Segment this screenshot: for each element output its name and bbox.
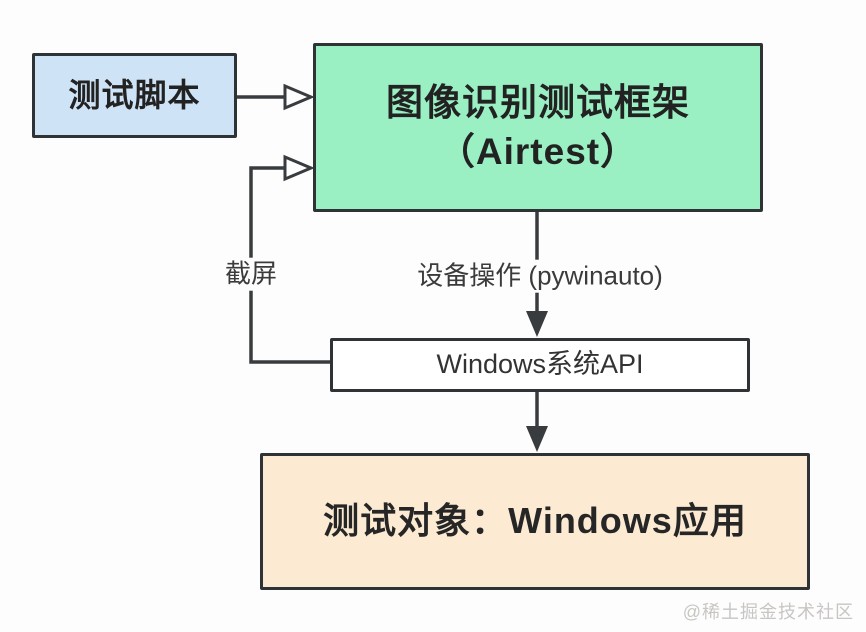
node-windows-api-label: Windows系统API (436, 349, 644, 380)
arrow-api-to-target (526, 392, 548, 452)
node-framework-label-line2: （Airtest） (437, 130, 639, 172)
watermark-juejin: @稀土掘金技术社区 (682, 602, 854, 622)
node-windows-api: Windows系统API (330, 338, 750, 392)
arrow-script-to-framework (237, 83, 315, 111)
node-test-target-label: 测试对象：Windows应用 (323, 500, 747, 542)
node-test-target: 测试对象：Windows应用 (260, 453, 810, 590)
node-framework-airtest: 图像识别测试框架 （Airtest） (313, 43, 763, 212)
edge-label-device-operation: 设备操作 (pywinauto) (413, 259, 667, 293)
edge-label-screenshot: 截屏 (220, 257, 282, 291)
node-framework-label-line1: 图像识别测试框架 (386, 82, 690, 124)
node-test-script-label: 测试脚本 (68, 76, 201, 113)
node-test-script: 测试脚本 (32, 53, 237, 138)
